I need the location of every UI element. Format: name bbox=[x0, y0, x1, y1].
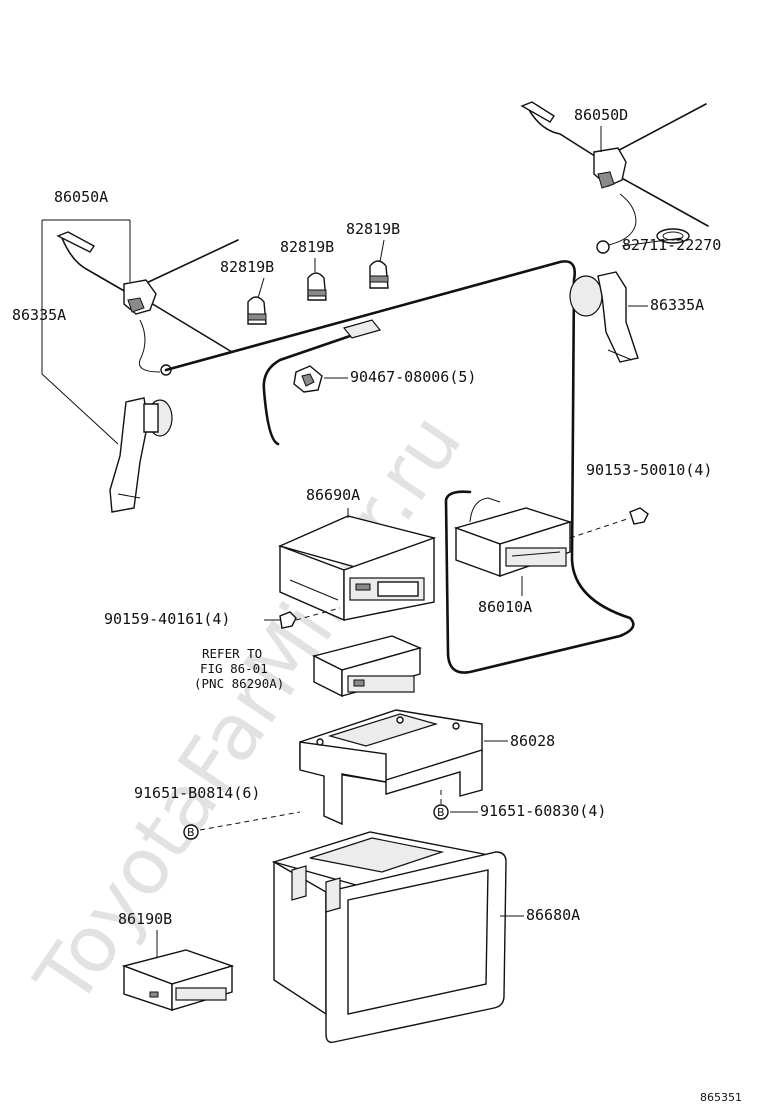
bolt-left-marker: B bbox=[187, 826, 195, 839]
antenna-cable-main bbox=[164, 260, 635, 674]
antenna-right bbox=[520, 101, 709, 254]
label-bracket-right: 86335A bbox=[650, 296, 704, 314]
mount-bracket bbox=[299, 709, 483, 826]
label-grommet: 82711-22270 bbox=[622, 236, 721, 254]
bolt-right: B bbox=[433, 790, 449, 820]
grommet bbox=[656, 228, 690, 244]
label-antenna-right: 86050D bbox=[574, 106, 628, 124]
label-antenna-left: 86050A bbox=[54, 188, 108, 206]
label-tv-tuner: 86690A bbox=[306, 486, 360, 504]
bracket-right bbox=[569, 271, 639, 363]
clamp-2 bbox=[307, 272, 327, 301]
antenna-cable-branch bbox=[262, 334, 352, 446]
label-receiver: 86010A bbox=[478, 598, 532, 616]
label-clamp-2: 82819B bbox=[280, 238, 334, 256]
antenna-left bbox=[56, 231, 239, 376]
leader-lines bbox=[41, 126, 683, 958]
label-screw-right: 90153-50010(4) bbox=[586, 461, 712, 479]
cable-junction bbox=[342, 319, 382, 339]
bolt-right-marker: B bbox=[437, 806, 445, 819]
label-mount-bracket: 86028 bbox=[510, 732, 555, 750]
screw-right bbox=[569, 507, 649, 539]
label-screw-left: 90159-40161(4) bbox=[104, 610, 230, 628]
clamp-1 bbox=[247, 296, 267, 325]
receiver bbox=[453, 497, 573, 577]
label-refer-line1: REFER TO bbox=[202, 646, 262, 661]
deck bbox=[121, 949, 235, 1011]
label-refer-line3: (PNC 86290A) bbox=[194, 676, 284, 691]
bolt-left: B bbox=[183, 811, 301, 840]
label-clamp-1: 82819B bbox=[220, 258, 274, 276]
label-deck: 86190B bbox=[118, 910, 172, 928]
bracket-left bbox=[109, 397, 173, 513]
clamp-3 bbox=[369, 260, 389, 289]
reference-unit bbox=[312, 635, 423, 698]
label-clip: 90467-08006(5) bbox=[350, 368, 476, 386]
screw-left bbox=[279, 607, 341, 629]
label-bolt-left: 91651-B0814(6) bbox=[134, 784, 260, 802]
label-refer-line2: FIG 86-01 bbox=[200, 661, 268, 676]
label-bolt-right: 91651-60830(4) bbox=[480, 802, 606, 820]
label-bracket-left: 86335A bbox=[12, 306, 66, 324]
monitor bbox=[271, 831, 507, 1044]
label-monitor: 86680A bbox=[526, 906, 580, 924]
clip bbox=[293, 365, 323, 393]
tv-tuner bbox=[277, 515, 437, 622]
diagram-code: 865351 bbox=[700, 1091, 742, 1104]
label-clamp-3: 82819B bbox=[346, 220, 400, 238]
